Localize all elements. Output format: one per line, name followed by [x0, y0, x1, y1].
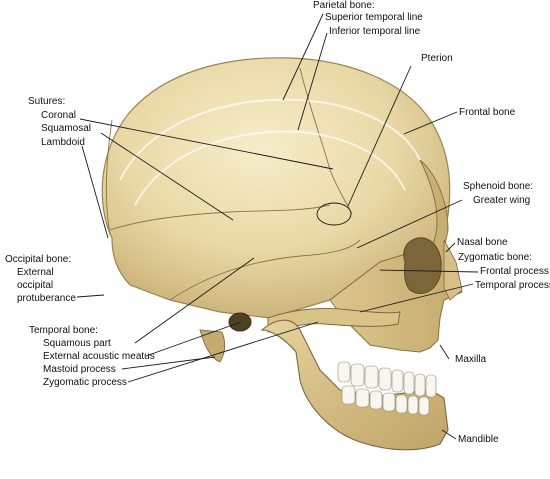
label-temporal-bone: Temporal bone: [29, 325, 98, 336]
label-zygomatic-process: Zygomatic process [43, 377, 127, 388]
leader-greater-wing [356, 199, 463, 249]
label-superior-temporal-line: Superior temporal line [325, 12, 423, 23]
nasal-region-shape [443, 239, 463, 301]
label-zygomatic-bone: Zygomatic bone: [458, 252, 532, 263]
label-external-acoustic-meatus: External acoustic meatus [43, 351, 155, 362]
label-sutures: Sutures: [28, 96, 66, 107]
leader-zygomatic-process [127, 321, 319, 383]
label-squamous-part: Squamous part [43, 338, 111, 349]
label-nasal-bone: Nasal bone [457, 237, 508, 248]
leader-maxilla [439, 344, 450, 360]
label-greater-wing: Greater wing [473, 195, 531, 206]
zygomatic-arch-shape [267, 308, 401, 333]
leader-frontal-process [379, 269, 479, 273]
label-frontal-bone: Frontal bone [459, 107, 516, 118]
label-parietal-bone: Parietal bone: [313, 0, 375, 11]
label-maxilla: Maxilla [455, 354, 487, 365]
label-mastoid-process: Mastoid process [43, 364, 116, 375]
leader-superior-temporal-line [282, 13, 324, 101]
label-lambdoid-suture: Lambdoid [41, 137, 85, 148]
leader-frontal-bone [403, 111, 458, 135]
leader-nasal-bone [445, 242, 456, 253]
label-occipital-bone: Occipital bone: [5, 254, 72, 265]
label-temporal-process: Temporal process [475, 280, 550, 291]
leader-pterion [347, 65, 412, 207]
pterion-circle [316, 202, 352, 226]
face-shape [329, 159, 463, 353]
leader-coronal [79, 118, 334, 170]
temporal-lines [119, 98, 421, 206]
leader-mandible [441, 429, 457, 440]
label-occipital-occipital: occipital [17, 280, 54, 291]
teeth-group [337, 361, 437, 416]
leader-temporal-process [359, 283, 474, 313]
leader-lambdoid [81, 145, 109, 239]
label-sphenoid-bone: Sphenoid bone: [463, 181, 534, 192]
label-inferior-temporal-line: Inferior temporal line [329, 26, 421, 37]
leader-inferior-temporal-line [297, 32, 328, 131]
mastoid-shape [199, 329, 226, 363]
leader-lines [76, 13, 479, 440]
label-pterion: Pterion [421, 53, 453, 64]
leader-squamous-part [134, 257, 255, 344]
label-frontal-process: Frontal process [480, 266, 549, 277]
leader-occipital-protuberance [76, 294, 105, 298]
orbit-shape [403, 237, 442, 294]
leader-external-acoustic-meatus [145, 321, 242, 357]
label-squamosal-suture: Squamosal [41, 123, 92, 134]
leader-squamosal [100, 132, 234, 221]
label-occipital-external: External [17, 267, 54, 278]
label-mandible: Mandible [458, 434, 499, 445]
label-occipital-protuberance: protuberance [17, 293, 76, 304]
label-coronal-suture: Coronal [41, 110, 77, 121]
